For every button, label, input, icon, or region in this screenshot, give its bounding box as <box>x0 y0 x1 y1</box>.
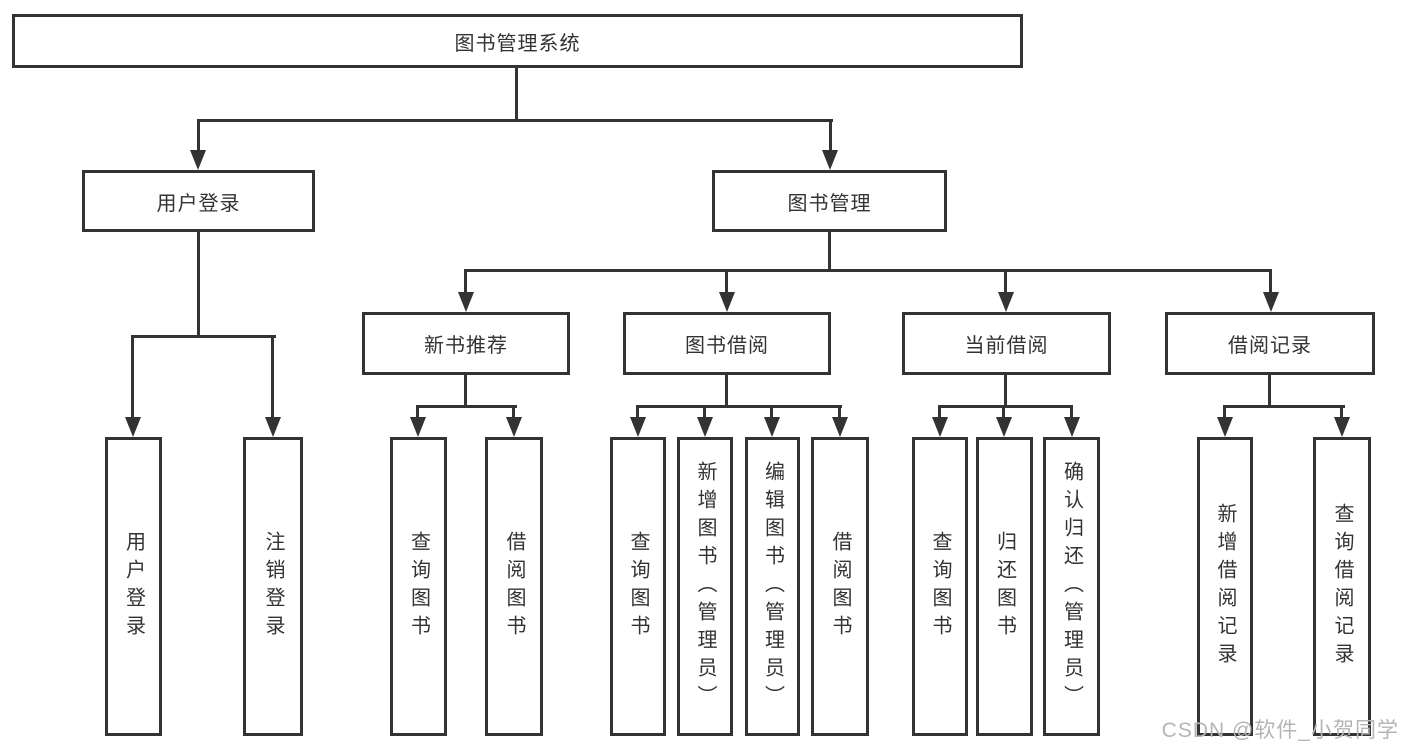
connector-stem-level3 <box>1269 269 1272 297</box>
arrowhead-icon <box>125 417 141 437</box>
arrowhead-icon <box>822 150 838 170</box>
connector-stem-leaf <box>1340 405 1343 421</box>
connector-stem-leaf <box>770 405 773 421</box>
connector-stem-level3 <box>725 269 728 297</box>
connector-stem-book-mgmt <box>829 119 832 153</box>
leaf-current-confirm-return-admin: 确认归还（管理员） <box>1043 437 1100 736</box>
connector-root-branch <box>197 119 833 122</box>
node-book-management: 图书管理 <box>712 170 947 232</box>
connector-bookmgmt-branch <box>464 269 1272 272</box>
node-borrow-records: 借阅记录 <box>1165 312 1375 375</box>
node-book-borrow: 图书借阅 <box>623 312 831 375</box>
node-user-login: 用户登录 <box>82 170 315 232</box>
leaf-records-add-record: 新增借阅记录 <box>1197 437 1253 736</box>
leaf-user-login: 用户登录 <box>105 437 162 736</box>
connector-current-branch <box>938 405 1073 408</box>
connector-userlogin-stem <box>197 232 200 338</box>
arrowhead-icon <box>190 150 206 170</box>
node-current-borrow: 当前借阅 <box>902 312 1111 375</box>
connector-borrow-stem <box>725 375 728 408</box>
leaf-borrow-add-book-admin: 新增图书（管理员） <box>677 437 733 736</box>
arrowhead-icon <box>1064 417 1080 437</box>
connector-stem-leaf <box>838 405 841 421</box>
arrowhead-icon <box>719 292 735 312</box>
arrowhead-icon <box>1334 417 1350 437</box>
connector-stem-leaf <box>938 405 941 421</box>
leaf-current-return-book: 归还图书 <box>976 437 1033 736</box>
connector-stem-leaf <box>512 405 515 421</box>
connector-borrow-branch <box>636 405 842 408</box>
connector-stem-user-login <box>197 119 200 153</box>
connector-stem-level3 <box>464 269 467 297</box>
connector-root-stem <box>515 66 518 122</box>
leaf-records-query-record: 查询借阅记录 <box>1313 437 1371 736</box>
connector-userlogin-branch <box>131 335 276 338</box>
arrowhead-icon <box>1217 417 1233 437</box>
arrowhead-icon <box>832 417 848 437</box>
arrowhead-icon <box>630 417 646 437</box>
node-new-book-recommend: 新书推荐 <box>362 312 570 375</box>
arrowhead-icon <box>506 417 522 437</box>
leaf-borrow-edit-book-admin: 编辑图书（管理员） <box>745 437 800 736</box>
connector-stem-leaf <box>131 335 134 419</box>
arrowhead-icon <box>932 417 948 437</box>
leaf-newrec-borrow-book: 借阅图书 <box>485 437 543 736</box>
arrowhead-icon <box>1263 292 1279 312</box>
connector-newrec-stem <box>464 375 467 408</box>
arrowhead-icon <box>996 417 1012 437</box>
arrowhead-icon <box>458 292 474 312</box>
connector-newrec-branch <box>416 405 517 408</box>
arrowhead-icon <box>998 292 1014 312</box>
leaf-newrec-query-book: 查询图书 <box>390 437 447 736</box>
connector-records-branch <box>1223 405 1345 408</box>
node-root-library-system: 图书管理系统 <box>12 14 1023 68</box>
connector-stem-leaf <box>1070 405 1073 421</box>
connector-stem-leaf <box>1002 405 1005 421</box>
leaf-logout: 注销登录 <box>243 437 303 736</box>
arrowhead-icon <box>697 417 713 437</box>
csdn-watermark: CSDN @软件_小贺同学 <box>1161 719 1399 742</box>
connector-records-stem <box>1268 375 1271 408</box>
connector-bookmgmt-stem <box>828 232 831 272</box>
connector-stem-leaf <box>416 405 419 421</box>
arrowhead-icon <box>410 417 426 437</box>
connector-stem-leaf <box>636 405 639 421</box>
arrowhead-icon <box>265 417 281 437</box>
connector-current-stem <box>1004 375 1007 408</box>
connector-stem-leaf <box>1223 405 1226 421</box>
connector-stem-leaf <box>703 405 706 421</box>
leaf-current-query-book: 查询图书 <box>912 437 968 736</box>
leaf-borrow-query-book: 查询图书 <box>610 437 666 736</box>
arrowhead-icon <box>764 417 780 437</box>
connector-stem-level3 <box>1004 269 1007 297</box>
leaf-borrow-borrow-book: 借阅图书 <box>811 437 869 736</box>
connector-stem-leaf <box>271 335 274 419</box>
